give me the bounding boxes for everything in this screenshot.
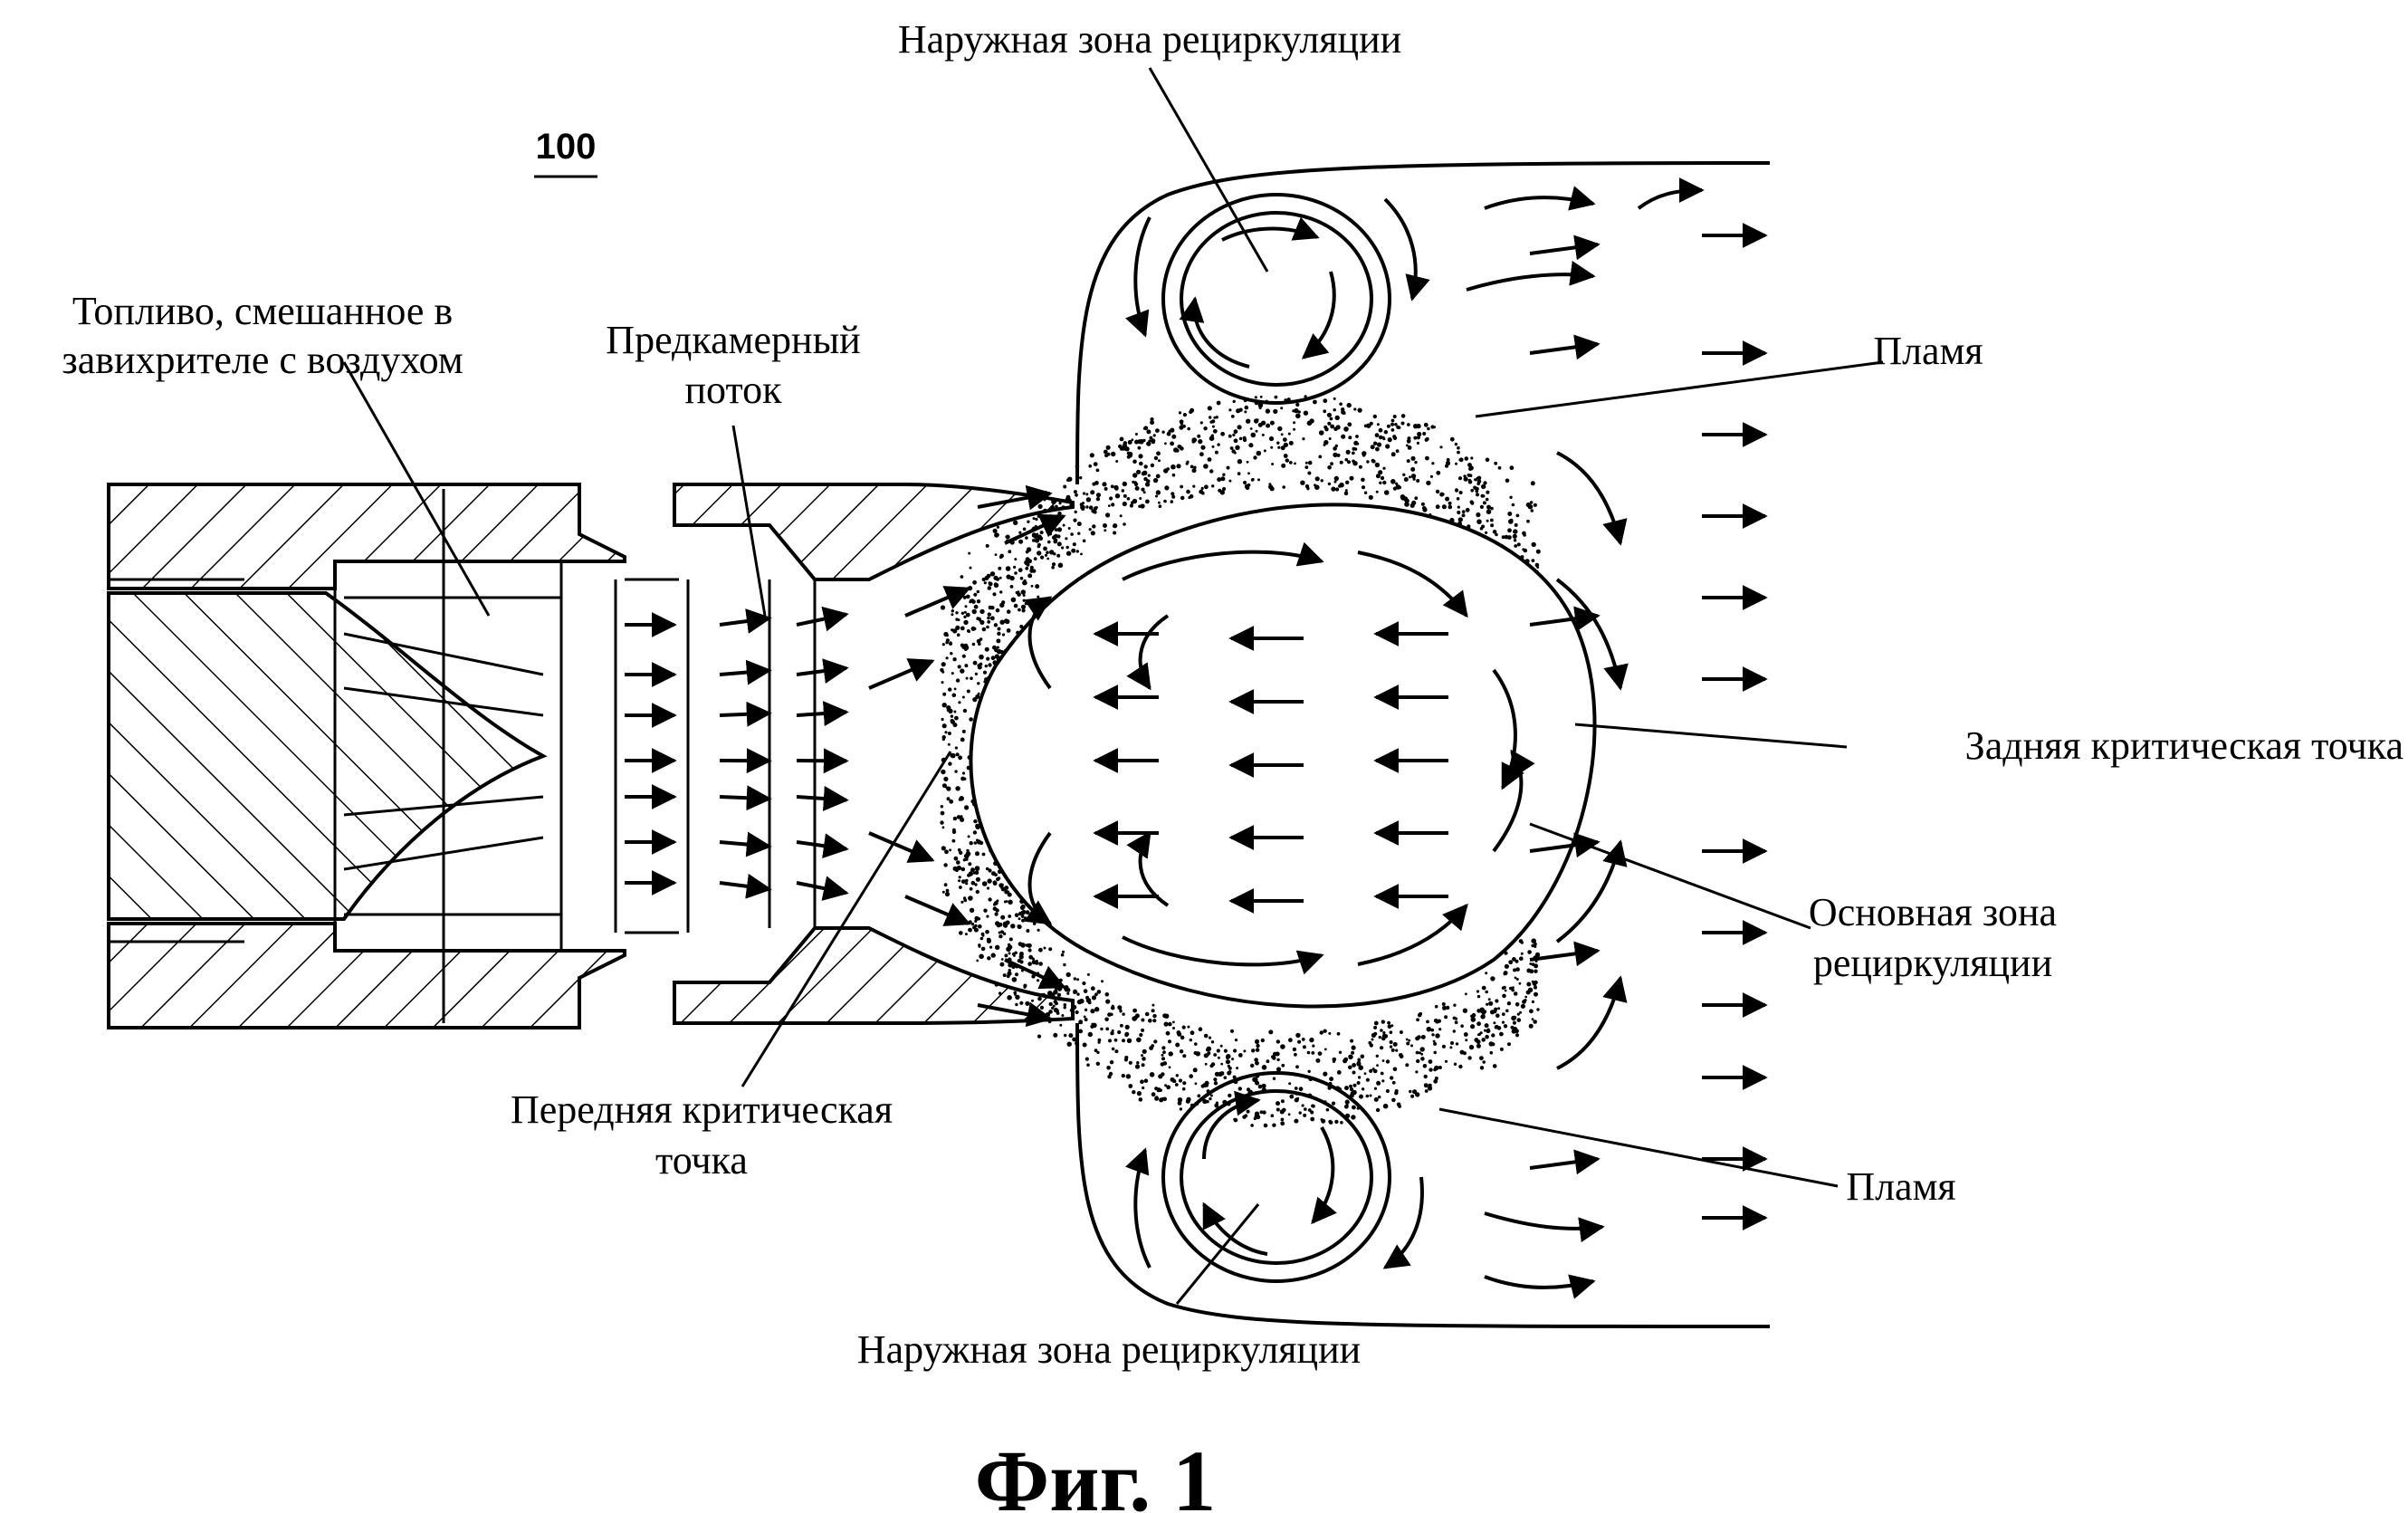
label-main-zone-line1: Основная зона bbox=[1809, 890, 2057, 934]
outer-recirculation-zone-top bbox=[1161, 193, 1391, 405]
label-prechamber-line1: Предкамерный bbox=[606, 318, 860, 362]
figure-caption: Фиг. 1 bbox=[975, 1432, 1217, 1513]
leader-front-point bbox=[741, 751, 952, 1087]
label-outer-zone-bottom: Наружная зона рециркуляции bbox=[857, 1327, 1361, 1372]
leader-fuel bbox=[342, 361, 491, 617]
label-front-point-line1: Передняя критическая bbox=[511, 1087, 893, 1132]
nozzle-passages bbox=[109, 489, 817, 1023]
leader-outer-top bbox=[1148, 67, 1269, 273]
leader-outer-bottom bbox=[1175, 1203, 1260, 1305]
outer-recirculation-zone-bottom bbox=[1161, 1071, 1391, 1283]
leader-rear-point bbox=[1574, 723, 1848, 749]
label-rear-point: Задняя критическая точка bbox=[1965, 723, 2403, 768]
leader-flame-top bbox=[1475, 360, 1884, 418]
leader-main-zone bbox=[1529, 822, 1811, 930]
leader-prechamber bbox=[731, 425, 767, 617]
leader-lines bbox=[342, 67, 1884, 1305]
ref-number: 100 bbox=[536, 127, 597, 167]
nozzle-body bbox=[107, 483, 1075, 1029]
label-prechamber-line2: поток bbox=[685, 368, 783, 412]
label-fuel-line1: Топливо, смешанное в bbox=[72, 289, 453, 333]
label-front-point-line2: точка bbox=[655, 1138, 748, 1183]
main-recirculation-zone bbox=[969, 503, 1597, 1009]
label-outer-zone-top: Наружная зона рециркуляции bbox=[898, 17, 1401, 62]
label-flame-bottom: Пламя bbox=[1846, 1164, 1955, 1209]
chamber-walls bbox=[1075, 161, 1771, 1328]
leader-flame-bottom bbox=[1438, 1107, 1839, 1188]
label-fuel-line2: завихрителе с воздухом bbox=[62, 338, 463, 382]
flow-arrows bbox=[625, 177, 1768, 1299]
label-main-zone-line2: рециркуляции bbox=[1813, 941, 2052, 985]
label-flame-top: Пламя bbox=[1873, 329, 1983, 373]
